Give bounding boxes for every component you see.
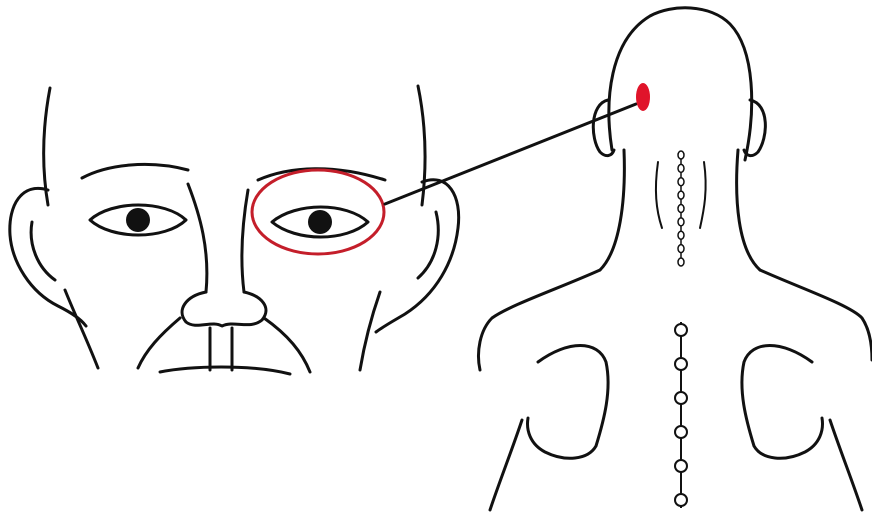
back-head-neck: [479, 8, 872, 510]
neck-muscle-right: [700, 162, 706, 228]
left-ear-inner: [31, 222, 55, 280]
face-left-jaw: [65, 290, 98, 368]
left-ear: [10, 188, 86, 326]
front-face: [10, 86, 459, 374]
neck-left: [600, 150, 624, 270]
neck-muscle-left: [656, 162, 662, 228]
vertebra: [675, 494, 687, 506]
face-left-temple: [44, 88, 50, 205]
vertebra: [675, 358, 687, 370]
vertebra: [675, 460, 687, 472]
left-cheek-line: [138, 318, 180, 368]
vertebra: [678, 151, 684, 159]
left-eyebrow: [82, 164, 188, 178]
left-pupil: [126, 208, 150, 232]
vertebra: [678, 205, 684, 213]
vertebra: [678, 164, 684, 172]
left-scapula: [528, 346, 609, 459]
right-scapula: [742, 346, 823, 459]
occipital-highlight-dot: [636, 83, 650, 111]
nose-left-side: [188, 184, 207, 292]
philtrum: [210, 328, 232, 370]
left-shoulder: [479, 270, 601, 370]
neck-right: [737, 150, 760, 270]
right-pupil: [308, 210, 332, 234]
vertebra: [675, 392, 687, 404]
right-cheek-line: [264, 318, 310, 372]
right-torso: [830, 420, 862, 510]
vertebra: [678, 218, 684, 226]
vertebra: [678, 245, 684, 253]
vertebra: [675, 324, 687, 336]
vertebra: [678, 191, 684, 199]
nose-right-side: [242, 190, 248, 292]
left-torso: [490, 420, 522, 510]
vertebra: [675, 426, 687, 438]
vertebra: [678, 178, 684, 186]
spine-neck: [678, 151, 684, 266]
vertebra: [678, 231, 684, 239]
vertebra: [678, 258, 684, 266]
upper-lip: [160, 367, 290, 374]
spine-upper-back: [675, 322, 687, 508]
right-ear-inner: [418, 212, 438, 278]
nose-bottom: [182, 292, 266, 326]
back-head-outline: [609, 8, 752, 160]
